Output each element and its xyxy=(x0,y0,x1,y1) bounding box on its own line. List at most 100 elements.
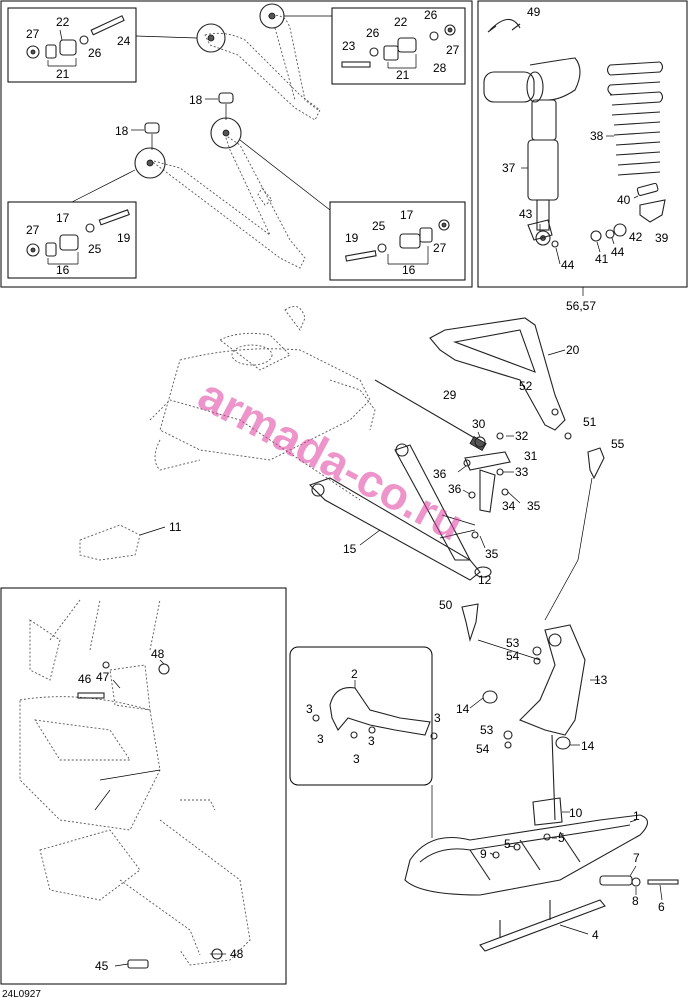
label-25: 25 xyxy=(372,219,386,233)
label-36: 36 xyxy=(433,467,447,481)
label-44: 44 xyxy=(611,245,625,259)
label-53: 53 xyxy=(506,636,520,650)
label-32: 32 xyxy=(515,429,529,443)
label-52: 52 xyxy=(519,379,533,393)
label-27: 27 xyxy=(446,43,460,57)
part-labels: 22 27 26 24 21 22 26 26 23 27 28 21 18 1… xyxy=(2,5,669,1000)
label-33: 33 xyxy=(515,465,529,479)
label-37: 37 xyxy=(502,161,516,175)
label-18: 18 xyxy=(189,93,203,107)
label-55: 55 xyxy=(611,437,625,451)
label-53: 53 xyxy=(480,723,494,737)
label-21: 21 xyxy=(396,68,410,82)
label-26: 26 xyxy=(424,8,438,22)
bushing-18-upper xyxy=(131,92,234,150)
frame-panel xyxy=(0,587,287,985)
label-28: 28 xyxy=(433,61,447,75)
steering-bracket-31 xyxy=(439,431,521,549)
label-4: 4 xyxy=(592,928,599,942)
label-54: 54 xyxy=(506,649,520,663)
chassis-suspension-outline xyxy=(149,305,376,501)
label-22: 22 xyxy=(394,15,408,29)
label-26: 26 xyxy=(366,26,380,40)
shock-absorber-drawing xyxy=(483,18,581,246)
label-44: 44 xyxy=(561,258,575,272)
inset-hardware xyxy=(26,15,456,265)
label-34: 34 xyxy=(502,499,516,513)
label-45: 45 xyxy=(95,959,109,973)
label-40: 40 xyxy=(617,193,631,207)
upper-arm-panel xyxy=(0,0,473,288)
label-2: 2 xyxy=(351,667,358,681)
label-12: 12 xyxy=(478,573,492,587)
ski-1 xyxy=(404,814,679,901)
label-1: 1 xyxy=(633,809,640,823)
label-46: 46 xyxy=(78,672,92,686)
label-39: 39 xyxy=(655,231,669,245)
label-18: 18 xyxy=(115,124,129,138)
label-51: 51 xyxy=(583,415,597,429)
label-48: 48 xyxy=(151,647,165,661)
label-54: 54 xyxy=(476,742,490,756)
label-20: 20 xyxy=(566,343,580,357)
label-14: 14 xyxy=(456,702,470,716)
frame-outline xyxy=(19,599,251,969)
label-30: 30 xyxy=(472,417,486,431)
label-35: 35 xyxy=(485,547,499,561)
label-13: 13 xyxy=(594,673,608,687)
label-3: 3 xyxy=(353,752,360,766)
label-10: 10 xyxy=(569,806,583,820)
lower-a-arm-15 xyxy=(308,443,481,581)
label-38: 38 xyxy=(590,129,604,143)
label-19: 19 xyxy=(345,231,359,245)
label-5: 5 xyxy=(504,837,511,851)
label-36: 36 xyxy=(448,482,462,496)
shock-panel xyxy=(477,0,688,288)
label-17: 17 xyxy=(56,211,70,225)
label-47: 47 xyxy=(96,670,110,684)
label-8: 8 xyxy=(632,894,639,908)
label-49: 49 xyxy=(527,5,541,19)
label-17: 17 xyxy=(400,208,414,222)
label-27: 27 xyxy=(26,223,40,237)
wear-bar-4 xyxy=(479,899,606,952)
label-24: 24 xyxy=(117,34,131,48)
shock-spring-drawing xyxy=(606,61,664,176)
tie-rod-29 xyxy=(374,379,487,452)
label-14: 14 xyxy=(581,739,595,753)
label-16: 16 xyxy=(402,263,416,277)
label-56-57: 56,57 xyxy=(566,299,596,313)
ski-spacer-10 xyxy=(532,797,570,826)
bracket-11 xyxy=(79,524,166,561)
label-42: 42 xyxy=(629,230,643,244)
hardware-inset-upper-right xyxy=(331,7,466,85)
label-26: 26 xyxy=(88,46,102,60)
label-3: 3 xyxy=(434,711,441,725)
label-29: 29 xyxy=(443,388,457,402)
subframe-inset xyxy=(289,646,433,786)
label-27: 27 xyxy=(26,27,40,41)
label-48: 48 xyxy=(230,947,244,961)
figure-code: 24L0927 xyxy=(2,989,41,1000)
label-22: 22 xyxy=(56,15,70,29)
spindle-13 xyxy=(469,624,600,821)
label-23: 23 xyxy=(342,39,356,53)
label-16: 16 xyxy=(56,263,70,277)
hardware-inset-upper-left xyxy=(7,7,137,83)
upper-a-arm-20 xyxy=(429,317,566,431)
label-21: 21 xyxy=(56,67,70,81)
label-3: 3 xyxy=(317,732,324,746)
upper-a-arm-outline xyxy=(196,3,321,121)
label-50: 50 xyxy=(439,598,453,612)
label-3: 3 xyxy=(368,734,375,748)
label-35: 35 xyxy=(527,499,541,513)
label-11: 11 xyxy=(169,520,182,534)
lower-a-arm-outline xyxy=(134,117,306,269)
watermark: armada-co.ru xyxy=(190,368,472,551)
label-41: 41 xyxy=(595,252,609,266)
label-43: 43 xyxy=(519,207,533,221)
label-9: 9 xyxy=(480,847,487,861)
shock-small-parts xyxy=(527,182,666,265)
label-3: 3 xyxy=(306,702,313,716)
